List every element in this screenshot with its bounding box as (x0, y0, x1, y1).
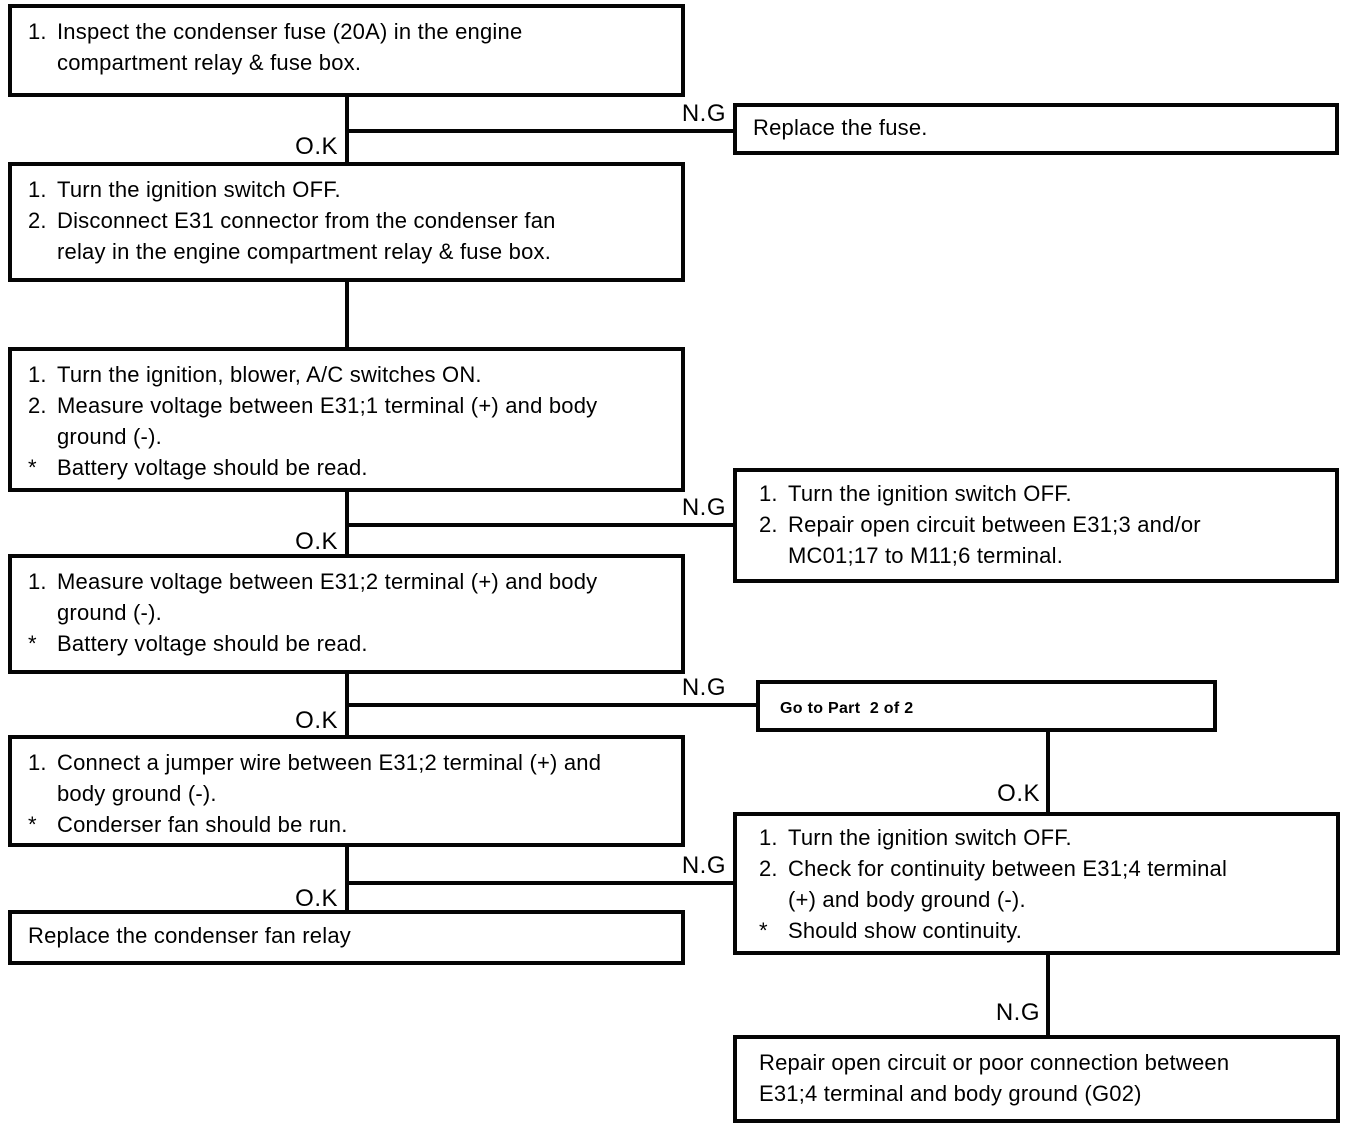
ok-label: O.K (295, 885, 338, 912)
connector-line-continuity-repair-ground (1046, 955, 1050, 1035)
ng-label: N.G (995, 999, 1040, 1026)
step-item: 2. Disconnect E31 connector from the con… (28, 205, 671, 267)
item-marker: * (28, 631, 37, 656)
item-marker: * (759, 918, 768, 943)
connector-line-step5-result (345, 847, 349, 910)
connector-line-ng-replace-fuse (345, 129, 733, 133)
connector-line-ng-goto-part2 (345, 703, 756, 707)
ng-label: N.G (681, 494, 726, 521)
ng-text: Replace the fuse. (753, 115, 928, 140)
item-marker: * (28, 455, 37, 480)
ng-box-check-continuity: 1. Turn the ignition switch OFF. 2. Chec… (733, 812, 1340, 955)
ng-box-repair-ground: Repair open circuit or poor connection b… (733, 1035, 1340, 1123)
ng-box-goto-part2: Go to Part 2 of 2 (756, 680, 1217, 732)
ok-label: O.K (295, 133, 338, 160)
item-marker: * (28, 812, 37, 837)
ng-box-repair-open-circuit: 1. Turn the ignition switch OFF. 2. Repa… (733, 468, 1339, 583)
step-box-disconnect-connector: 1. Turn the ignition switch OFF. 2. Disc… (8, 162, 685, 282)
item-text: Measure voltage between E31;2 terminal (… (57, 569, 598, 625)
result-text: Replace the condenser fan relay (28, 923, 351, 948)
ok-label: O.K (997, 780, 1040, 807)
ng-box-replace-fuse: Replace the fuse. (733, 103, 1339, 155)
connector-line-ng-repair-open-circuit (345, 523, 733, 527)
item-text: Should show continuity. (788, 918, 1023, 943)
step-item: 1. Turn the ignition switch OFF. (759, 478, 1325, 509)
connector-line-goto-continuity (1046, 732, 1050, 812)
step-item: * Battery voltage should be read. (28, 628, 671, 659)
ng-label: N.G (681, 100, 726, 127)
item-text: Disconnect E31 connector from the conden… (57, 208, 556, 264)
item-text: Battery voltage should be read. (57, 455, 368, 480)
item-marker: 1. (28, 19, 47, 44)
item-text: Turn the ignition, blower, A/C switches … (57, 362, 482, 387)
item-text: Check for continuity between E31;4 termi… (788, 856, 1228, 912)
ok-label: O.K (295, 707, 338, 734)
item-text: Turn the ignition switch OFF. (788, 481, 1072, 506)
item-text: Conderser fan should be run. (57, 812, 348, 837)
item-marker: 1. (28, 177, 47, 202)
item-text: Battery voltage should be read. (57, 631, 368, 656)
step-item: 1. Measure voltage between E31;2 termina… (28, 566, 671, 628)
step-box-inspect-fuse: 1. Inspect the condenser fuse (20A) in t… (8, 4, 685, 97)
connector-line-ng-check-continuity (345, 881, 733, 885)
step-item: 1. Turn the ignition, blower, A/C switch… (28, 359, 671, 390)
item-marker: 1. (28, 569, 47, 594)
step-item: 2. Check for continuity between E31;4 te… (759, 853, 1326, 915)
ng-label: N.G (681, 674, 726, 701)
item-text: Repair open circuit between E31;3 and/or… (788, 512, 1201, 568)
item-marker: 1. (28, 750, 47, 775)
step-box-jumper-wire: 1. Connect a jumper wire between E31;2 t… (8, 735, 685, 847)
item-marker: 1. (28, 362, 47, 387)
step-item: * Conderser fan should be run. (28, 809, 671, 840)
item-marker: 2. (759, 856, 778, 881)
step-item: * Should show continuity. (759, 915, 1326, 946)
item-marker: 2. (28, 393, 47, 418)
item-text: Turn the ignition switch OFF. (57, 177, 341, 202)
ok-label: O.K (295, 528, 338, 555)
item-marker: 1. (759, 825, 778, 850)
ng-text: Repair open circuit or poor connection b… (759, 1050, 1230, 1106)
step-item: 2. Measure voltage between E31;1 termina… (28, 390, 671, 452)
step-item: 1. Inspect the condenser fuse (20A) in t… (28, 16, 671, 78)
result-box-replace-relay: Replace the condenser fan relay (8, 910, 685, 965)
step-item: * Battery voltage should be read. (28, 452, 671, 483)
ng-label: N.G (681, 852, 726, 879)
step-item: 1. Connect a jumper wire between E31;2 t… (28, 747, 671, 809)
item-marker: 2. (759, 512, 778, 537)
goto-part2-text: Go to Part 2 of 2 (780, 700, 914, 717)
item-marker: 1. (759, 481, 778, 506)
step-item: 1. Turn the ignition switch OFF. (759, 822, 1326, 853)
step-box-measure-e31-1: 1. Turn the ignition, blower, A/C switch… (8, 347, 685, 492)
item-marker: 2. (28, 208, 47, 233)
item-text: Inspect the condenser fuse (20A) in the … (57, 19, 523, 75)
step-box-measure-e31-2: 1. Measure voltage between E31;2 termina… (8, 554, 685, 674)
item-text: Turn the ignition switch OFF. (788, 825, 1072, 850)
item-text: Connect a jumper wire between E31;2 term… (57, 750, 602, 806)
connector-line-step2-step3 (345, 282, 349, 347)
step-item: 2. Repair open circuit between E31;3 and… (759, 509, 1325, 571)
step-item: 1. Turn the ignition switch OFF. (28, 174, 671, 205)
item-text: Measure voltage between E31;1 terminal (… (57, 393, 598, 449)
